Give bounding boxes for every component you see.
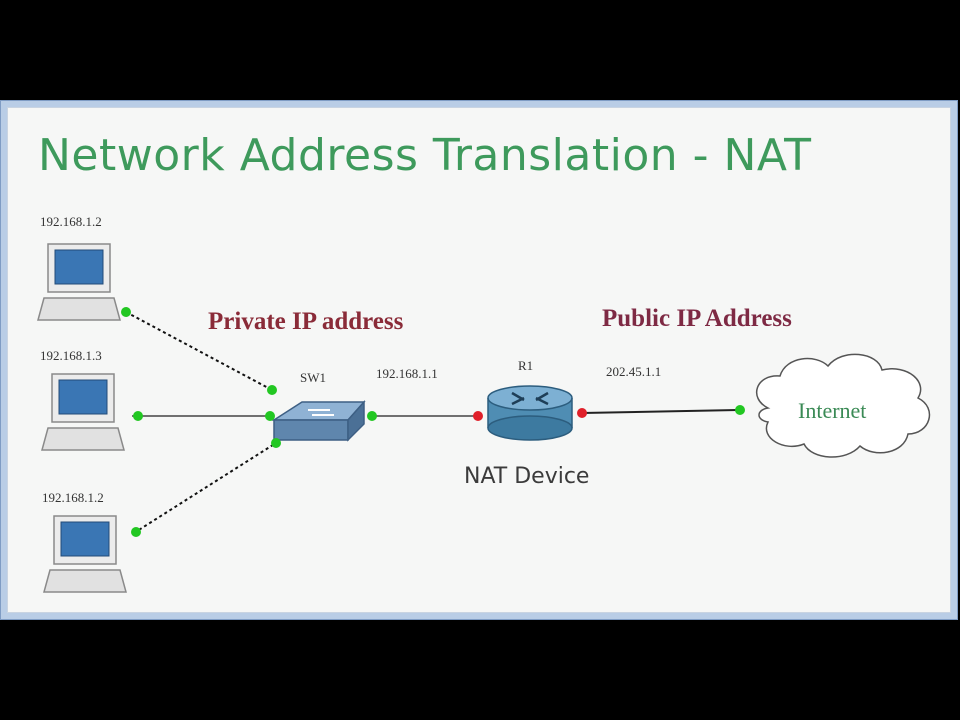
switch-name-label: SW1 bbox=[300, 370, 326, 385]
private-ip-heading: Private IP address bbox=[208, 308, 404, 335]
diagram-panel: Network Address Translation - NAT bbox=[7, 107, 951, 613]
switch-icon bbox=[271, 400, 366, 442]
link-up-dot bbox=[267, 385, 277, 395]
diagram-title: Network Address Translation - NAT bbox=[38, 130, 812, 181]
router-name-label: R1 bbox=[518, 358, 534, 373]
link-up-dot bbox=[131, 527, 141, 537]
link-router-internet bbox=[581, 409, 739, 414]
router-public-ip-label: 202.45.1.1 bbox=[606, 364, 662, 379]
network-diagram bbox=[37, 243, 931, 593]
computer-icon bbox=[41, 373, 125, 451]
router-private-ip-label: 192.168.1.1 bbox=[376, 366, 438, 381]
computer-icon bbox=[37, 243, 121, 321]
diagram-frame: Network Address Translation - NAT bbox=[0, 100, 958, 620]
host1-ip-label: 192.168.1.2 bbox=[40, 214, 102, 229]
link-host3-switch bbox=[133, 442, 277, 534]
link-nat-dot bbox=[473, 411, 483, 421]
link-nat-dot bbox=[577, 408, 587, 418]
router-icon bbox=[487, 385, 573, 441]
nat-device-label: NAT Device bbox=[464, 464, 590, 489]
host3-ip-label: 192.168.1.2 bbox=[42, 490, 104, 505]
link-up-dot bbox=[271, 438, 281, 448]
link-up-dot bbox=[121, 307, 131, 317]
link-up-dot bbox=[367, 411, 377, 421]
host2-ip-label: 192.168.1.3 bbox=[40, 348, 102, 363]
internet-label: Internet bbox=[798, 398, 867, 423]
connection-points bbox=[121, 307, 745, 537]
link-up-dot bbox=[133, 411, 143, 421]
internet-cloud-icon bbox=[756, 353, 931, 458]
public-ip-heading: Public IP Address bbox=[602, 305, 792, 332]
computer-icon bbox=[43, 515, 127, 593]
link-up-dot bbox=[735, 405, 745, 415]
link-up-dot bbox=[265, 411, 275, 421]
